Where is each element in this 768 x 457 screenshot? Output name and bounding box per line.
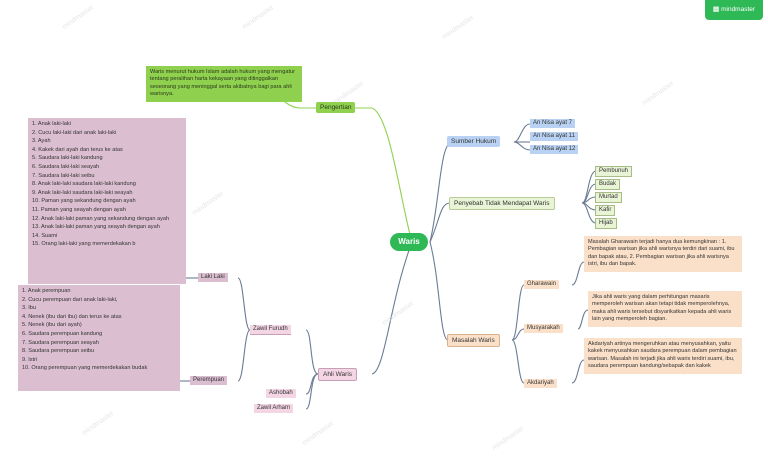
laki-laki-item: 9. Anak laki-laki saudara laki-laki seay… [32,189,133,196]
penyebab-item[interactable]: Murtad [595,192,622,203]
sumber-item[interactable]: An Nisa ayat 12 [530,145,579,154]
central-topic[interactable]: Waris [390,233,428,251]
laki-laki-item: 7. Saudara laki-laki seibu [32,172,95,179]
laki-laki-item: 4. Kakek dari ayah dan terus ke atas [32,146,123,153]
zawil-arham-label[interactable]: Zawil Arham [254,404,294,413]
penyebab-item[interactable]: Kafir [595,205,616,216]
masalah-akdariyah-label[interactable]: Akdariyah [524,379,557,388]
pengertian-text[interactable]: Waris menurut hukum Islam adalah hukum y… [146,66,302,102]
penyebab-item[interactable]: Hijab [595,218,617,229]
topic-pengertian[interactable]: Pengertian [316,102,356,113]
perempuan-item: 8. Saudara perempuan seibu [22,348,95,355]
sumber-item[interactable]: An Nisa ayat 11 [530,132,578,141]
perempuan-item: 3. Ibu [22,305,36,312]
masalah-akdariyah-text[interactable]: Akdariyah artinya mengeruhkan atau menyu… [584,338,742,374]
topic-sumber-hukum[interactable]: Sumber Hukum [447,136,501,147]
connector-masalah [429,241,449,341]
laki-laki-item: 2. Cucu laki-laki dari anak laki-laki [32,129,117,136]
masalah-gharawain-text[interactable]: Masalah Gharawain terjadi hanya dua kemu… [584,236,742,272]
perempuan-item: 7. Saudara perempuan seayah [22,339,99,346]
topic-ahli-waris[interactable]: Ahli Waris [318,368,358,381]
laki-laki-item: 10. Paman yang sekandung dengan ayah [32,198,136,205]
laki-laki-item: 1. Anak laki-laki [32,121,71,127]
perempuan-item: 5. Nenek (ibu dari ayah) [22,322,82,329]
masalah-musyarakah-text[interactable]: Jika ahli waris yang dalam perhitungan m… [588,291,742,327]
laki-laki-item: 8. Anak laki-laki saudara laki-laki kand… [32,181,136,188]
laki-laki-item: 11. Paman yang seayah dengan ayah [32,206,126,213]
connector-penyebab [429,202,451,243]
perempuan-item: 6. Saudara perempuan kandung [22,330,103,337]
masalah-musyarakah-label[interactable]: Musyarakah [524,324,563,333]
connector-ahli-waris [371,241,413,375]
topic-masalah-waris[interactable]: Masalah Waris [447,334,500,347]
perempuan-item: 9. Istri [22,356,38,363]
laki-laki-item: 12. Anak laki-laki paman yang sekandung … [32,215,170,222]
mindmaster-logo[interactable]: ▤mindmaster [705,0,763,20]
brand-label: mindmaster [721,6,756,13]
perempuan-label[interactable]: Perempuan [190,376,228,385]
laki-laki-item: 15. Orang laki-laki yang memerdekakan b [32,241,136,248]
penyebab-item[interactable]: Pembunuh [595,166,633,177]
ashobah-label[interactable]: Ashobah [266,389,296,398]
laki-laki-label[interactable]: Laki Laki [198,273,228,282]
topic-penyebab[interactable]: Penyebab Tidak Mendapat Waris [449,197,555,210]
perempuan-item: 1. Anak perempuan [22,288,71,294]
perempuan-item: 10. Orang perempuan yang memerdekakan bu… [22,365,148,372]
laki-laki-item: 3. Ayah [32,138,51,145]
laki-laki-list: 1. Anak laki-laki 2. Cucu laki-laki dari… [28,118,186,284]
perempuan-item: 4. Nenek (ibu dari ibu) dan terus ke ata… [22,313,122,320]
zawil-furudh-label[interactable]: Zawil Furudh [250,325,291,335]
logo-icon: ▤ [712,6,720,13]
penyebab-item[interactable]: Budak [595,179,621,190]
laki-laki-item: 6. Saudara laki-laki seayah [32,163,100,170]
connector-pengertian [371,107,413,243]
sumber-item[interactable]: An Nisa ayat 7 [530,119,576,128]
laki-laki-item: 13. Anak laki-laki paman yang seayah den… [32,224,160,231]
laki-laki-item: 5. Saudara laki-laki kandung [32,155,103,162]
masalah-gharawain-label[interactable]: Gharawain [524,280,560,289]
perempuan-item: 2. Cucu perempuan dari anak laki-laki, [22,296,118,303]
connector-sumber [429,141,453,243]
perempuan-list: 1. Anak perempuan 2. Cucu perempuan dari… [18,285,180,391]
laki-laki-item: 14. Suami [32,232,58,239]
